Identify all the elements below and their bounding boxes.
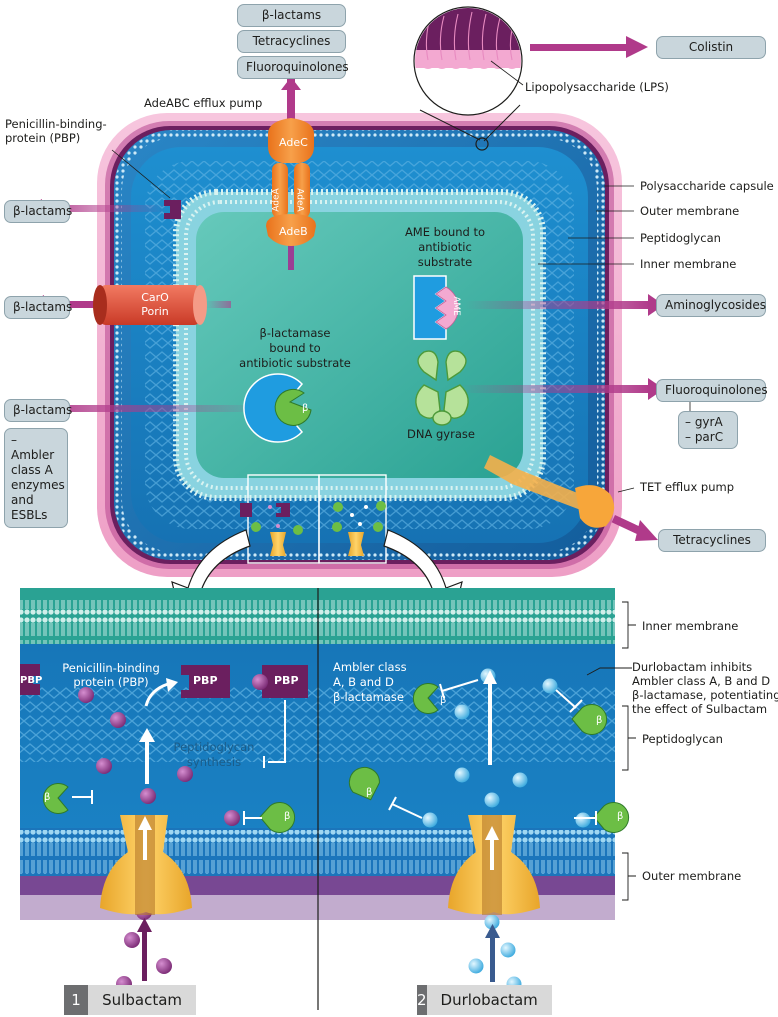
detail-inner-membrane: Inner membrane — [642, 619, 739, 633]
dna-gyrase — [415, 350, 664, 426]
pbp-badge-2: PBP — [274, 674, 299, 687]
ambler-label-2: A, B and D — [333, 675, 394, 689]
gyr-note: – gyrA – parC — [678, 411, 738, 449]
pbp-top-label-1: Penicillin-binding- — [5, 117, 107, 131]
panel-2-caption: 2 Durlobactam — [417, 985, 552, 1015]
top-fluoroquinolones-tag: Fluoroquinolones — [237, 56, 349, 79]
peptidoglycan-label: Peptidoglycan — [640, 231, 721, 245]
caro-label-2: Porin — [141, 305, 169, 318]
ambler-note-line: and — [11, 493, 34, 507]
panel-1-name: Sulbactam — [88, 985, 196, 1015]
ambler-note-line: class A — [11, 463, 53, 477]
zoom-boxes — [247, 474, 387, 564]
adeb-label: AdeB — [279, 225, 308, 238]
panel-2-name: Durlobactam — [426, 985, 552, 1015]
detail-beta-6: β — [617, 811, 624, 822]
outer-membrane-label: Outer membrane — [640, 204, 740, 218]
dna-gyrase-label: DNA gyrase — [407, 427, 475, 441]
ambler-note-line: – Ambler — [11, 433, 55, 462]
ambler-note-line: ESBLs — [11, 508, 48, 522]
adeabc-label: AdeABC efflux pump — [144, 96, 263, 110]
pbp-badge-edge: PBP — [20, 675, 43, 686]
beta-lactamase-label-2: bound to — [269, 341, 321, 355]
lps-label: Lipopolysaccharide (LPS) — [525, 80, 669, 94]
caro-label-1: CarO — [141, 291, 169, 304]
bl-beta-lactams-tag: β-lactams — [4, 399, 72, 422]
capsule-label: Polysaccharide capsule — [640, 179, 774, 193]
ambler-label-3: β-lactamase — [333, 690, 404, 704]
adea-label-1: AdeA — [271, 188, 282, 212]
durlo-note-2: Ambler class A, B and D — [632, 674, 771, 688]
zoom-contents — [240, 501, 386, 556]
panel-2-number: 2 — [417, 985, 427, 1015]
ame-label-3: substrate — [417, 255, 473, 269]
detail-beta-1: β — [44, 792, 51, 803]
detail-peptidoglycan: Peptidoglycan — [642, 732, 723, 746]
adea-label-2: AdeA — [294, 188, 305, 212]
aminoglycosides-tag: Aminoglycosides — [656, 294, 766, 317]
durlo-note-3: β-lactamase, potentiating — [632, 688, 778, 702]
beta-lactamase — [26, 373, 312, 443]
detail-pbp-label-1: Penicillin-binding — [62, 661, 160, 675]
tet-efflux-pump — [484, 455, 658, 541]
pbp-top-label-2: protein (PBP) — [5, 131, 81, 145]
ambler-label-1: Ambler class — [333, 660, 407, 674]
ambler-note-line: enzymes — [11, 478, 65, 492]
porin-beta-lactams-tag: β-lactams — [4, 296, 72, 319]
durlo-note-1: Durlobactam inhibits — [632, 660, 753, 674]
durlobactam-detail — [348, 668, 630, 992]
durlo-note-4: the effect of Sulbactam — [632, 702, 768, 716]
beta-symbol: β — [302, 403, 309, 414]
leader-lines — [490, 60, 691, 493]
adec-label: AdeC — [279, 136, 308, 149]
detail-brackets — [586, 601, 636, 901]
ame-label-2: antibiotic — [418, 240, 472, 254]
ame-enzyme — [413, 275, 664, 340]
inner-membrane-label: Inner membrane — [640, 257, 737, 271]
ame-label-1: AME bound to — [404, 225, 486, 239]
panel-1-number: 1 — [64, 985, 89, 1015]
tet-pump-label: TET efflux pump — [640, 480, 735, 494]
beta-lactamase-label-1: β-lactamase — [259, 326, 331, 340]
detail-beta-3: β — [440, 695, 447, 706]
panel-1-caption: 1 Sulbactam — [64, 985, 196, 1015]
tetracyclines-tag: Tetracyclines — [658, 529, 766, 552]
detail-outer-membrane: Outer membrane — [642, 869, 742, 883]
adeabc-efflux-pump — [266, 77, 316, 270]
gyr-note-line: – parC — [685, 430, 724, 444]
ame-short-label: AME — [450, 296, 461, 316]
top-beta-lactams-tag: β-lactams — [237, 4, 346, 27]
detail-beta-2: β — [284, 811, 291, 822]
sulbactam-detail — [20, 664, 308, 992]
beta-lactamase-label-3: antibiotic substrate — [239, 356, 351, 370]
detail-beta-5: β — [366, 787, 373, 798]
colistin-tag: Colistin — [656, 36, 766, 59]
detail-pbp-label-2: protein (PBP) — [73, 675, 149, 689]
detail-panel — [20, 588, 615, 1010]
detail-beta-4: β — [596, 715, 603, 726]
ambler-note: – Ambler class A enzymes and ESBLs — [4, 428, 68, 528]
fluoroquinolones-tag: Fluoroquinolones — [656, 379, 768, 402]
gyr-note-line: – gyrA — [685, 415, 723, 429]
top-tetracyclines-tag: Tetracyclines — [237, 30, 346, 53]
pg-synthesis-2: synthesis — [186, 755, 242, 769]
pbp-beta-lactams-tag: β-lactams — [4, 200, 72, 223]
pbp-badge-1: PBP — [193, 674, 218, 687]
pg-synthesis-1: Peptidoglycan — [173, 740, 255, 754]
